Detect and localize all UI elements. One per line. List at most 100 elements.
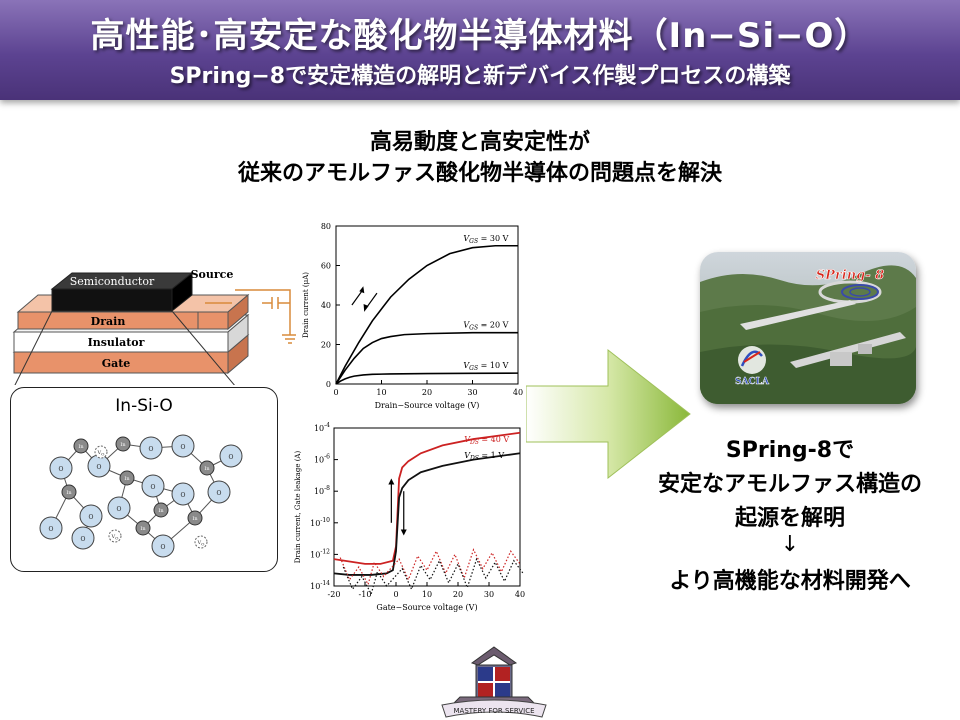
indium-atom-label: In [78, 444, 84, 450]
oxygen-atom-label: O [217, 490, 222, 497]
plot1-ytick-label: 80 [321, 222, 331, 231]
plot2-ytick-label: 10-10 [310, 517, 330, 528]
plot2-xlabel: Gate−Source voltage (V) [376, 603, 477, 612]
gate-label: Gate [102, 357, 131, 370]
spring8-brand-sub: - 8 [865, 268, 884, 283]
oxygen-atom [151, 534, 175, 558]
indium-atom-label: In [66, 490, 72, 496]
crest-motto: MASTERY FOR SERVICE [453, 707, 534, 715]
plot2-ylabel: Drain current, Gate leakage (A) [294, 451, 302, 564]
title-banner: 高性能･高安定な酸化物半導体材料（In−Si−O） SPring−8で安定構造の… [0, 0, 960, 100]
down-arrow-icon: ↓ [780, 532, 800, 557]
plot2-series-line-0 [333, 431, 521, 565]
drain-label: Drain [91, 315, 126, 328]
oxygen-atom [207, 480, 231, 504]
plot1-series-label-1: VGS = 20 V [463, 321, 508, 332]
oxygen-atom-label: O [161, 544, 166, 551]
oxygen-atom [39, 516, 63, 540]
oxygen-atom-label: O [97, 464, 102, 471]
oxygen-atom-label: O [117, 506, 122, 513]
plot1-xtick-label: 20 [422, 388, 432, 397]
banner-subtitle: SPring−8で安定構造の解明と新デバイス作製プロセスの構築 [169, 64, 791, 89]
oxygen-atom-label: O [89, 514, 94, 521]
source-label: Source [191, 268, 234, 281]
flow-arrow-icon [526, 348, 691, 480]
plot1-series-label-2: VGS = 10 V [463, 361, 508, 372]
plot1-xtick-label: 40 [513, 388, 523, 397]
structure-label: In-Si-O [115, 396, 173, 416]
plot1-ytick-label: 20 [321, 341, 331, 350]
oxygen-atom-label: O [59, 466, 64, 473]
oxygen-atom-label: O [181, 492, 186, 499]
plot2-leakage-red [339, 548, 521, 587]
result-line4: より高機能な材料開発へ [669, 569, 911, 594]
plot2-series-label-1: VDS = 1 V [464, 451, 504, 462]
university-crest-logo: MASTERY FOR SERVICE [441, 646, 547, 718]
oxygen-atom-label: O [81, 536, 86, 543]
oxygen-vacancy-label: VO [111, 534, 120, 541]
oxygen-atom [79, 504, 103, 528]
plot2-xtick-label: 20 [453, 590, 463, 599]
sacla-label: SACLA [735, 377, 770, 387]
plot1-series-line-1 [335, 331, 518, 385]
indium-atom [135, 520, 151, 536]
plot1-series-line-0 [335, 244, 518, 385]
oxygen-atom-label: O [49, 526, 54, 533]
plot1-ytick-label: 60 [321, 262, 331, 271]
plot1-ytick-label: 0 [326, 380, 331, 389]
insulator-label: Insulator [88, 336, 145, 349]
oxygen-atom [141, 474, 165, 498]
indium-atom [153, 502, 169, 518]
oxygen-atom [49, 456, 73, 480]
plot2-ytick-label: 10-12 [310, 548, 330, 559]
oxygen-atom-label: O [229, 454, 234, 461]
plot1-series-line-2 [335, 372, 519, 385]
plot2-xtick-label: -10 [359, 590, 372, 599]
oxygen-atom-label: O [149, 446, 154, 453]
indium-atom-label: In [192, 516, 198, 522]
indium-atom-label: In [204, 466, 210, 472]
plot2-series-label-0: VDS = 40 V [464, 435, 509, 446]
spring8-aerial-photo: SPring- 8 SACLA [700, 252, 916, 404]
indium-atom [199, 460, 215, 476]
oxygen-atom [107, 496, 131, 520]
plot2-ytick-label: 10-8 [314, 485, 330, 496]
plot2-sweep-up-arrowhead [388, 478, 395, 485]
oxygen-atom [219, 444, 243, 468]
plot2-ytick-label: 10-14 [310, 580, 330, 591]
plot2-xtick-label: 0 [393, 590, 398, 599]
plot2-xtick-label: 30 [484, 590, 494, 599]
indium-atom [115, 436, 131, 452]
oxygen-atom-label: O [181, 444, 186, 451]
plot1-sweep-up-arrowhead [359, 286, 365, 294]
indium-atom [61, 484, 77, 500]
oxygen-vacancy [194, 535, 208, 549]
indium-atom-label: In [120, 442, 126, 448]
plot2-xtick-label: 40 [515, 590, 525, 599]
plot1-ytick-label: 40 [321, 301, 331, 310]
plot2-leakage-black [342, 557, 524, 596]
plot2-sweep-down-arrowhead [400, 529, 407, 536]
indium-atom [187, 510, 203, 526]
plot2-ytick-label: 10-6 [314, 454, 330, 465]
indium-atom [73, 438, 89, 454]
oxygen-atom [171, 434, 195, 458]
oxygen-atom-label: O [151, 484, 156, 491]
oxygen-vacancy [94, 445, 108, 459]
plot1-xtick-label: 0 [333, 388, 338, 397]
plot1-series-label-0: VGS = 30 V [463, 234, 508, 245]
headline-line2: 従来のアモルファス酸化物半導体の問題点を解決 [237, 161, 722, 186]
plot2-xtick-label: 10 [422, 590, 432, 599]
plot1-xtick-label: 10 [376, 388, 386, 397]
result-line2: 安定なアモルファス構造の [657, 472, 922, 497]
result-line1: SPring-8で [725, 438, 855, 463]
spring8-brand-main: SPring [816, 268, 866, 283]
oxygen-atom [71, 526, 95, 550]
oxygen-atom [139, 436, 163, 460]
semiconductor-label: Semiconductor [70, 275, 155, 288]
plot1-ylabel: Drain current (μA) [302, 272, 310, 338]
oxygen-vacancy [108, 529, 122, 543]
